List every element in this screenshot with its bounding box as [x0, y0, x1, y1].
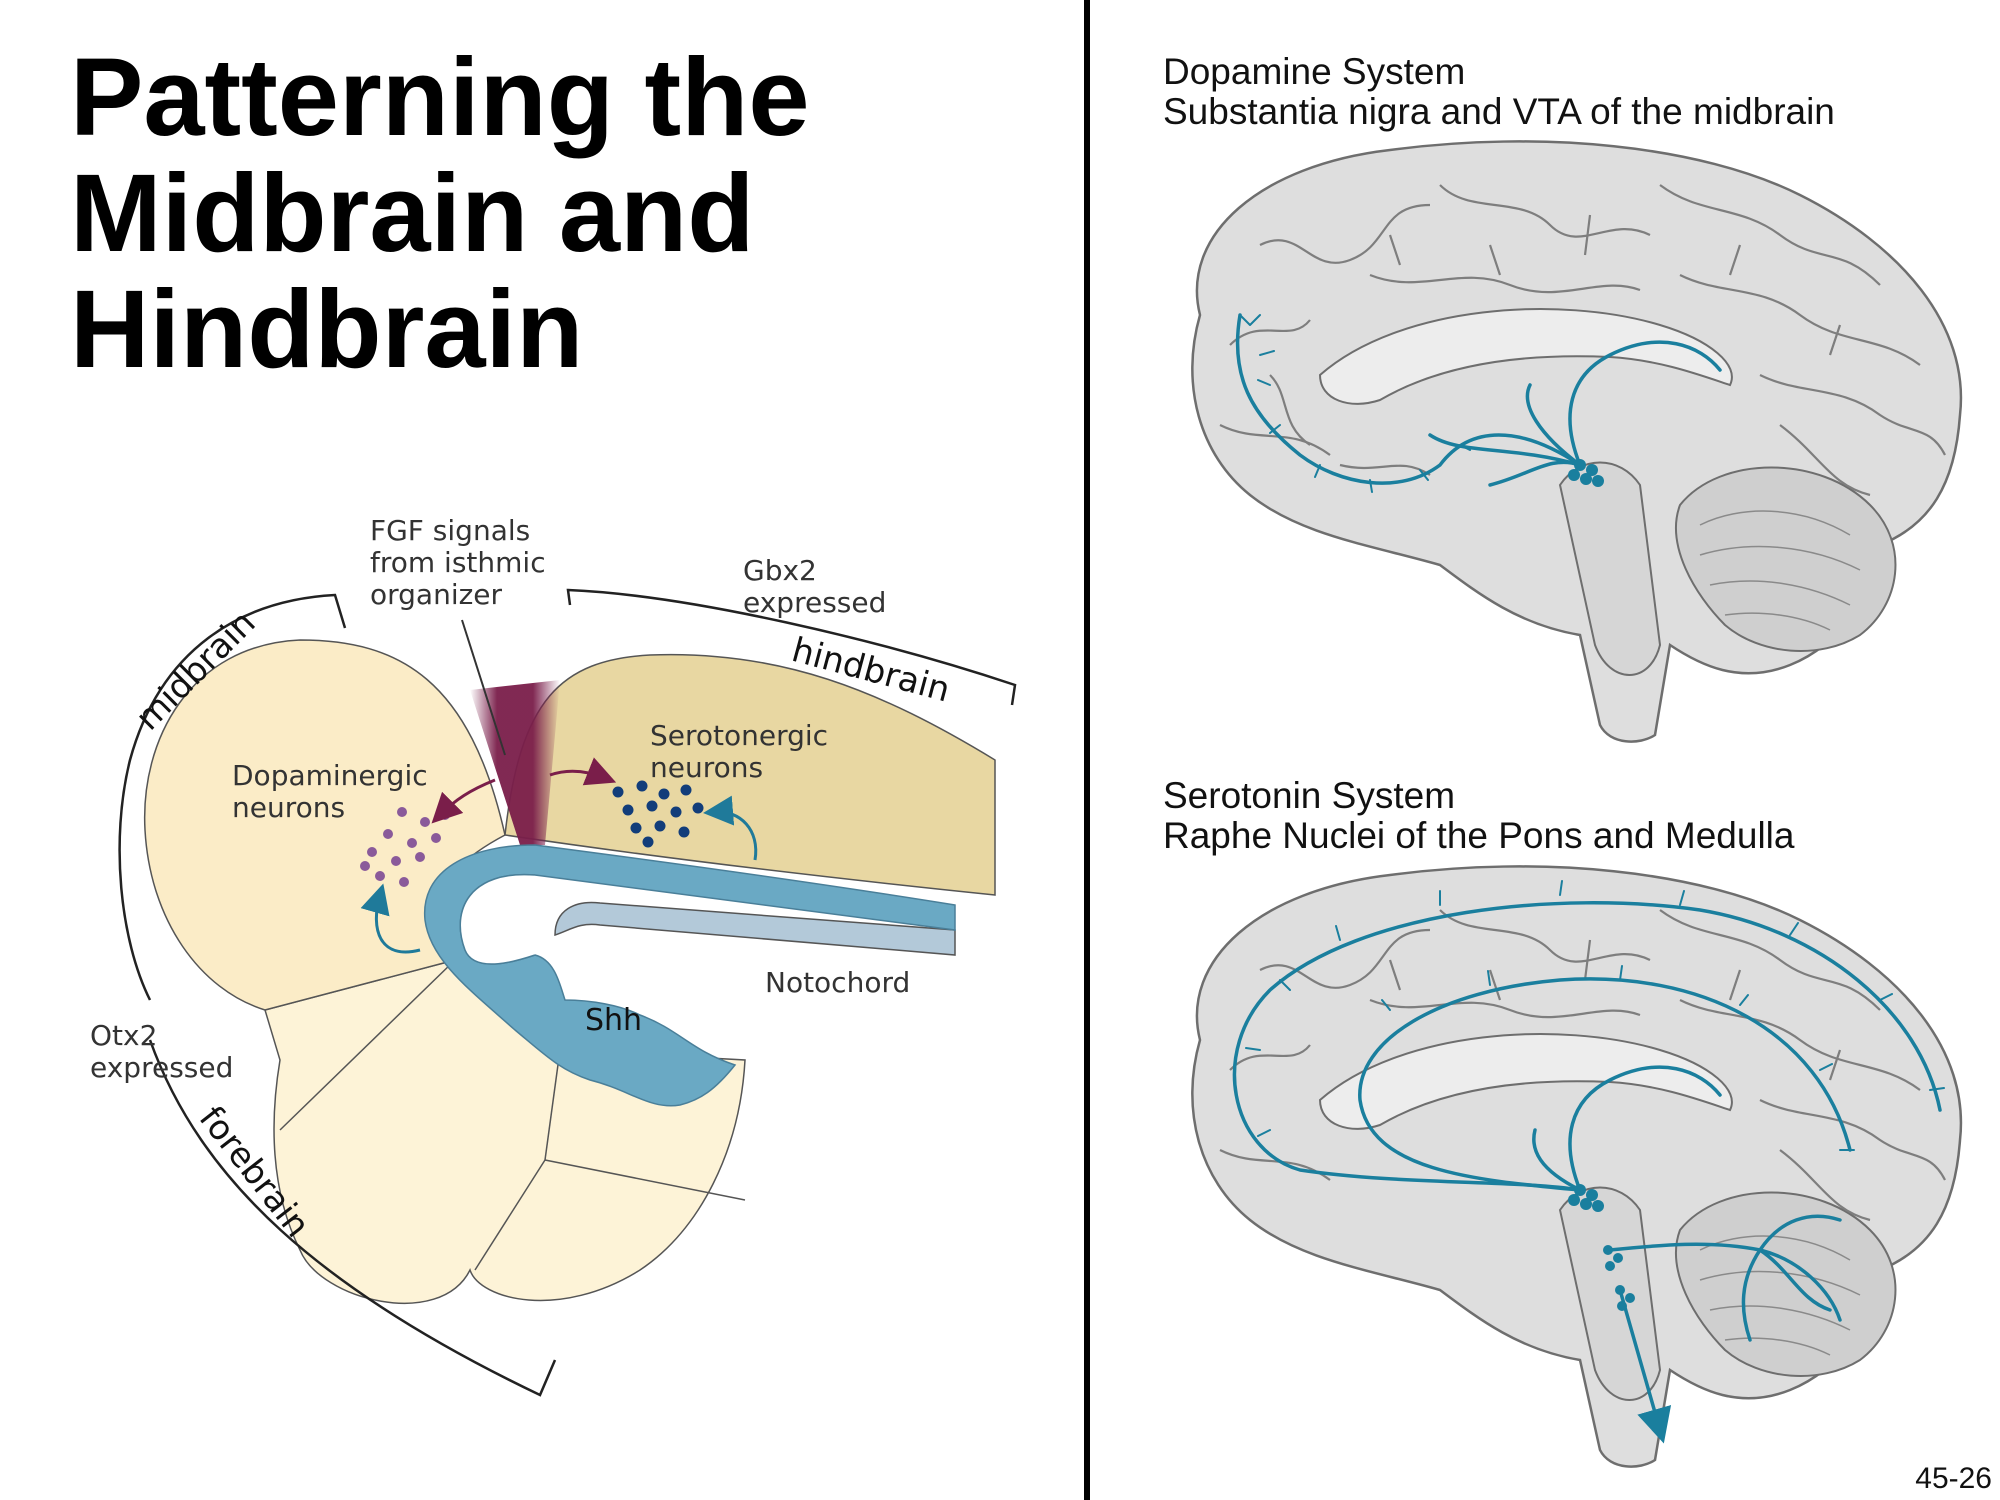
forebrain-region: [264, 959, 746, 1304]
notochord-label: Notochord: [765, 966, 910, 999]
dopaminergic-label: Dopaminergic neurons: [232, 759, 437, 824]
serotonin-title: Serotonin System: [1163, 775, 1456, 816]
dopamine-subtitle: Substantia nigra and VTA of the midbrain: [1163, 91, 1835, 132]
dopaminergic-neurons-dots: [360, 807, 450, 887]
title-line-1: Patterning the: [70, 36, 810, 159]
serotonergic-neurons-dots: [612, 780, 704, 848]
shh-label: Shh: [585, 1003, 642, 1038]
title-line-2: Midbrain and: [70, 152, 755, 275]
page-number: 45-26: [1915, 1462, 1992, 1495]
serotonin-projections: [1232, 880, 1945, 1444]
raphe-nuclei-dots: [1568, 1184, 1635, 1311]
serotonergic-label: Serotonergic neurons: [650, 719, 837, 784]
fgf-arrow-to-hindbrain: [549, 757, 617, 786]
dopamine-caption: Dopamine System Substantia nigra and VTA…: [1163, 52, 1963, 132]
midbrain-bracket: [118, 593, 347, 1001]
gbx2-label: Gbx2 expressed: [743, 554, 886, 619]
serotonin-subtitle: Raphe Nuclei of the Pons and Medulla: [1163, 815, 1795, 856]
shh-arrow-to-serotonergic: [703, 795, 758, 861]
dopamine-brain-illustration: [1191, 140, 1963, 743]
fgf-arrow-to-midbrain: [431, 778, 496, 824]
vta-nucleus-dots: [1568, 459, 1604, 487]
hindbrain-bracket: [566, 588, 1017, 706]
dopamine-projections: [1235, 313, 1722, 493]
dopamine-title: Dopamine System: [1163, 51, 1466, 92]
otx2-label: Otx2 expressed: [90, 1019, 233, 1084]
slide-title: Patterning the Midbrain and Hindbrain: [70, 40, 970, 388]
brain-outline-2: [1191, 865, 1963, 1468]
embryo-diagram: FGF signals from isthmic organizer Gbx2 …: [90, 514, 1017, 1397]
hindbrain-region: [504, 653, 996, 896]
descending-projection-arrow: [1618, 1288, 1672, 1444]
isthmic-organizer: [470, 680, 560, 845]
serotonin-caption: Serotonin System Raphe Nuclei of the Pon…: [1163, 776, 1963, 856]
forebrain-bracket: [148, 1039, 557, 1397]
fgf-label: FGF signals from isthmic organizer: [370, 514, 555, 611]
shh-arrow-to-dopaminergic: [360, 883, 421, 954]
title-line-3: Hindbrain: [70, 268, 584, 391]
brain-outline: [1191, 140, 1963, 743]
serotonin-brain-illustration: [1191, 865, 1963, 1468]
panel-divider: [1084, 0, 1090, 1500]
